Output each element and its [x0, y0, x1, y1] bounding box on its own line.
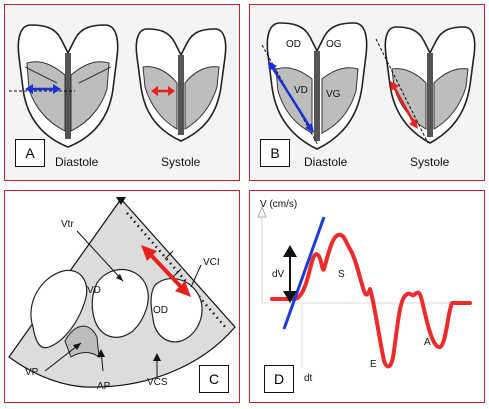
- label-od-c: OD: [153, 305, 168, 316]
- systole-arrow-b: [390, 81, 418, 129]
- panel-b-drawing: [261, 22, 476, 150]
- chamber-left: [30, 269, 88, 349]
- badge-d: D: [264, 365, 294, 393]
- chamber-vd: [91, 269, 149, 338]
- leader-vci: [190, 264, 202, 288]
- label-vd-c: VD: [87, 285, 101, 296]
- panel-a: A Diastole Systole: [4, 4, 240, 181]
- label-od-b: OD: [286, 39, 301, 50]
- caption-diastole-b: Diastole: [304, 155, 348, 169]
- diastole-arrow-b: [268, 61, 314, 133]
- panel-c-drawing: [8, 197, 236, 388]
- label-og-b: OG: [326, 39, 342, 50]
- dv-arrow: [283, 245, 297, 303]
- caption-systole-a: Systole: [161, 155, 201, 169]
- label-vcs: VCS: [147, 377, 168, 388]
- label-s: S: [338, 269, 345, 280]
- label-vp: VP: [25, 367, 39, 378]
- heart-diastole-b: [266, 22, 368, 150]
- heart-diastole-a: [17, 24, 119, 148]
- label-v-axis: V (cm/s): [260, 199, 298, 210]
- label-dv: dV: [272, 269, 285, 280]
- caption-systole-b: Systole: [410, 155, 450, 169]
- badge-a: A: [15, 139, 45, 167]
- measurement-arrow-c: [141, 245, 191, 297]
- leader-vtr: [76, 230, 124, 282]
- panel-d-drawing: [257, 205, 472, 369]
- guide-line-systole-b: [375, 38, 429, 144]
- label-vg-b: VG: [326, 89, 341, 100]
- label-a: A: [424, 337, 431, 348]
- label-vd-b: VD: [294, 85, 308, 96]
- panel-a-drawing: [9, 24, 227, 148]
- dotted-edge: [126, 212, 228, 330]
- panel-b: OD OG VD VG B Diastole Systole: [249, 4, 485, 181]
- systole-arrow-a: [151, 86, 175, 96]
- slope-line: [282, 216, 326, 330]
- diastole-arrow-a: [25, 84, 61, 94]
- velocity-curve: [270, 232, 472, 369]
- panel-c: Vtr VD VCI OD VP AP VCS C: [4, 190, 240, 403]
- caption-diastole-a: Diastole: [55, 155, 99, 169]
- probe-marker: [116, 197, 126, 205]
- label-vtr: Vtr: [61, 219, 74, 230]
- panel-d: V (cm/s) dV S E A dt D: [249, 190, 485, 403]
- label-dt: dt: [304, 373, 313, 384]
- label-ap: AP: [97, 381, 111, 392]
- badge-c: C: [199, 365, 229, 393]
- badge-b: B: [260, 139, 290, 167]
- label-e: E: [370, 359, 377, 370]
- label-vci: VCI: [203, 257, 220, 268]
- leader-vp: [44, 342, 82, 372]
- heart-systole-a: [135, 28, 227, 142]
